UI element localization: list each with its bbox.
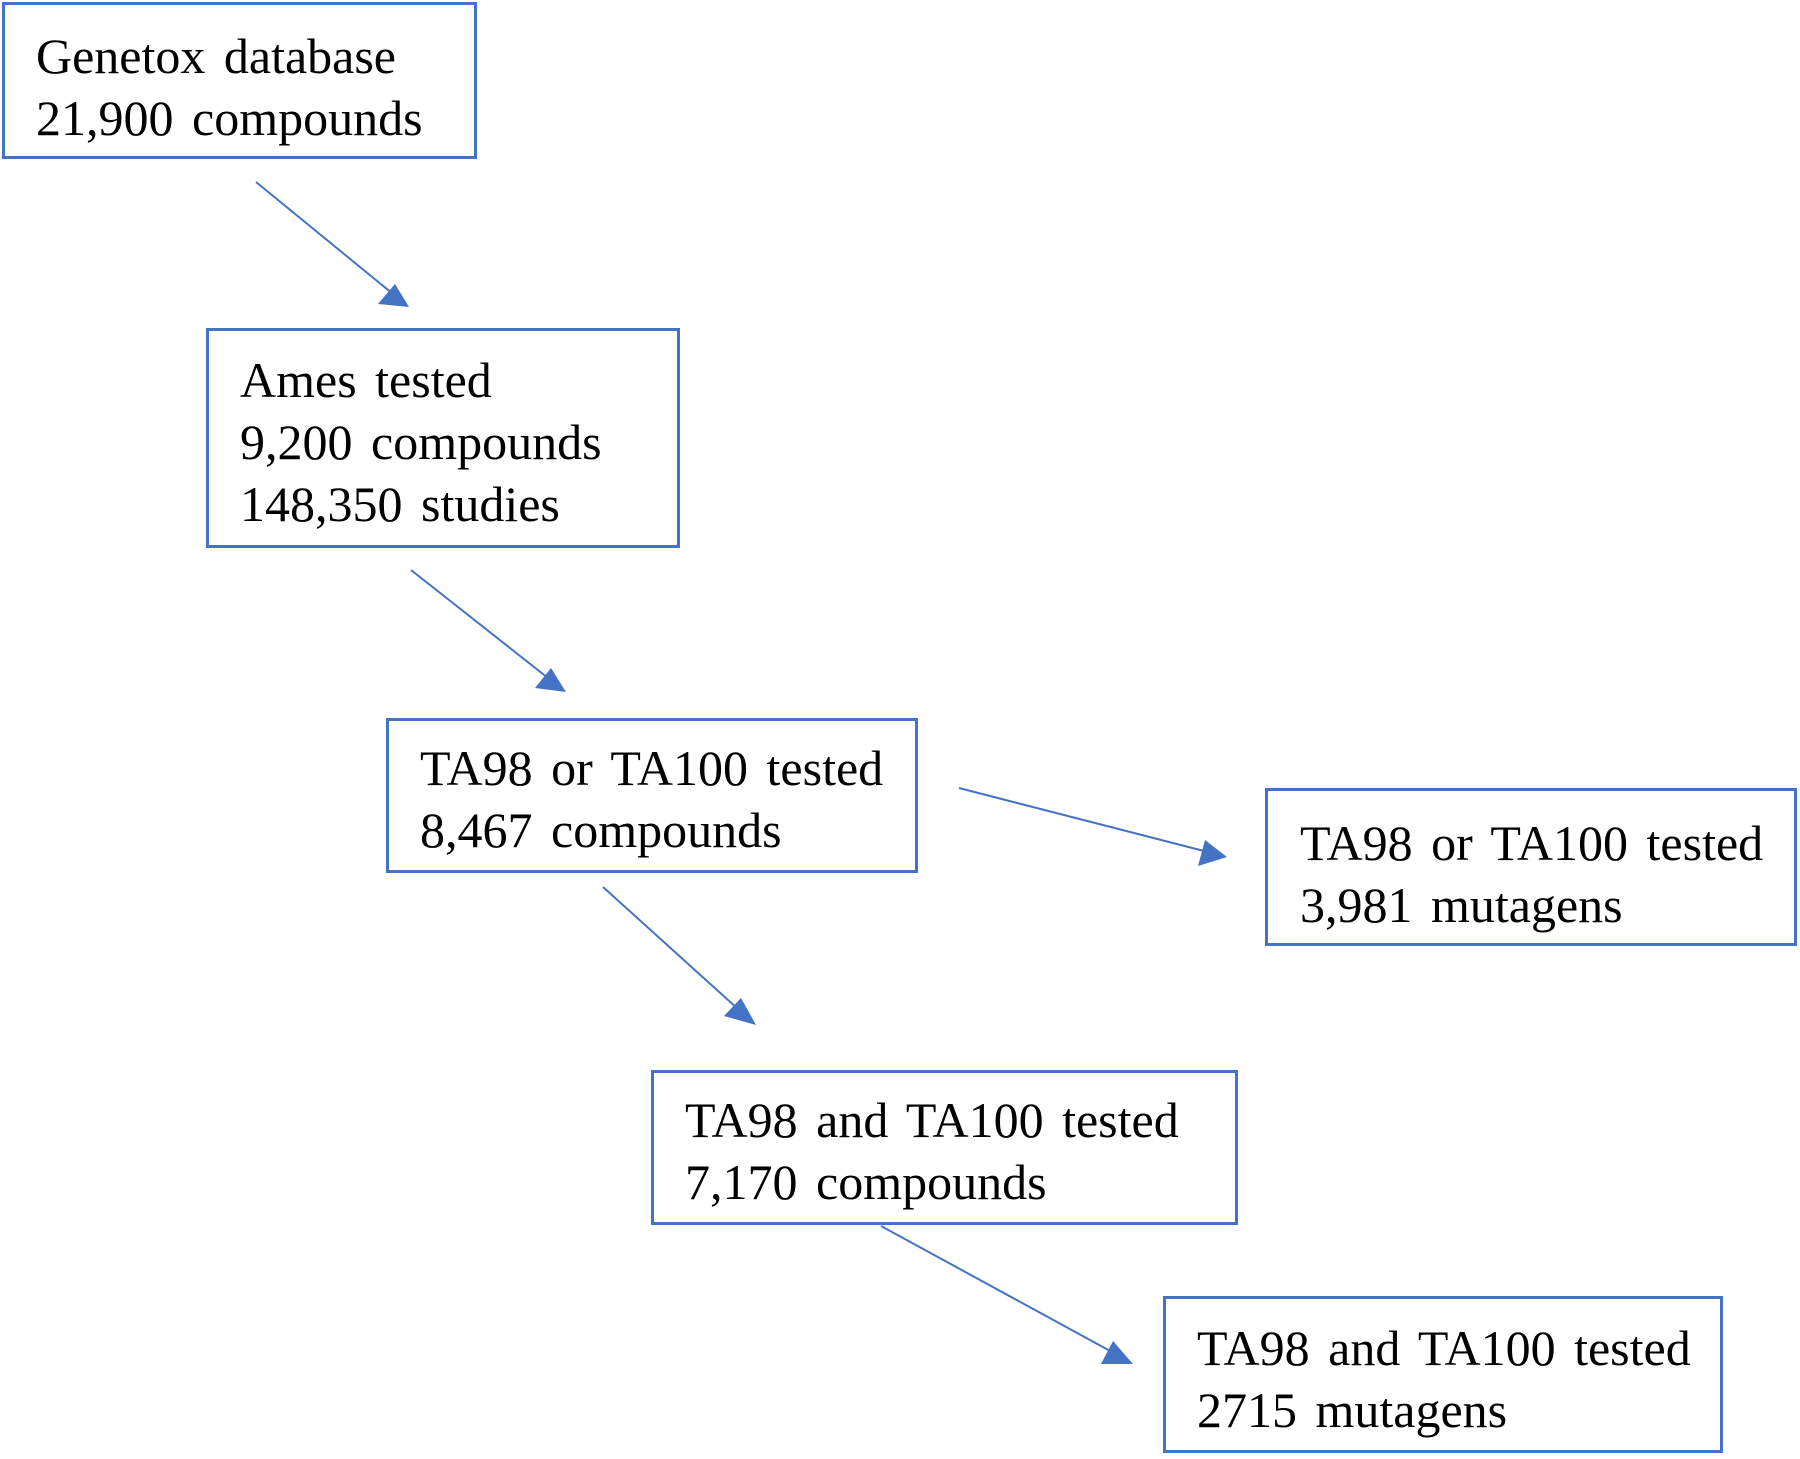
- arrow-ta-and-to-mutagens: [880, 1225, 1133, 1364]
- genetox-database-box: Genetox database 21,900 compounds: [2, 2, 477, 159]
- ta-or-compounds: 8,467 compounds: [420, 802, 782, 858]
- ta-or-mutagens-title: TA98 or TA100 tested: [1300, 815, 1764, 871]
- ta-and-title: TA98 and TA100 tested: [685, 1092, 1179, 1148]
- arrow-ta-or-to-mutagens: [958, 787, 1227, 866]
- arrow-genetox-to-ames: [255, 181, 409, 307]
- genetox-count: 21,900 compounds: [36, 90, 423, 146]
- ta-or-mutagens-count: 3,981 mutagens: [1300, 877, 1623, 933]
- arrow-ames-to-ta-or: [410, 569, 566, 692]
- ta-and-mutagens-title: TA98 and TA100 tested: [1197, 1320, 1691, 1376]
- ta-and-mutagens-count: 2715 mutagens: [1197, 1382, 1508, 1438]
- ames-compounds: 9,200 compounds: [240, 414, 602, 470]
- ames-studies: 148,350 studies: [240, 476, 560, 532]
- ta98-and-ta100-compounds-box: TA98 and TA100 tested 7,170 compounds: [651, 1070, 1238, 1225]
- ta-or-title: TA98 or TA100 tested: [420, 740, 884, 796]
- ta98-and-ta100-mutagens-box: TA98 and TA100 tested 2715 mutagens: [1163, 1296, 1723, 1453]
- ta-and-compounds: 7,170 compounds: [685, 1154, 1047, 1210]
- ta98-or-ta100-mutagens-box: TA98 or TA100 tested 3,981 mutagens: [1265, 788, 1797, 946]
- ta98-or-ta100-compounds-box: TA98 or TA100 tested 8,467 compounds: [386, 718, 918, 873]
- ames-title: Ames tested: [240, 352, 492, 408]
- arrow-ta-or-to-ta-and: [602, 886, 756, 1025]
- genetox-title: Genetox database: [36, 28, 397, 84]
- ames-tested-box: Ames tested 9,200 compounds 148,350 stud…: [206, 328, 680, 548]
